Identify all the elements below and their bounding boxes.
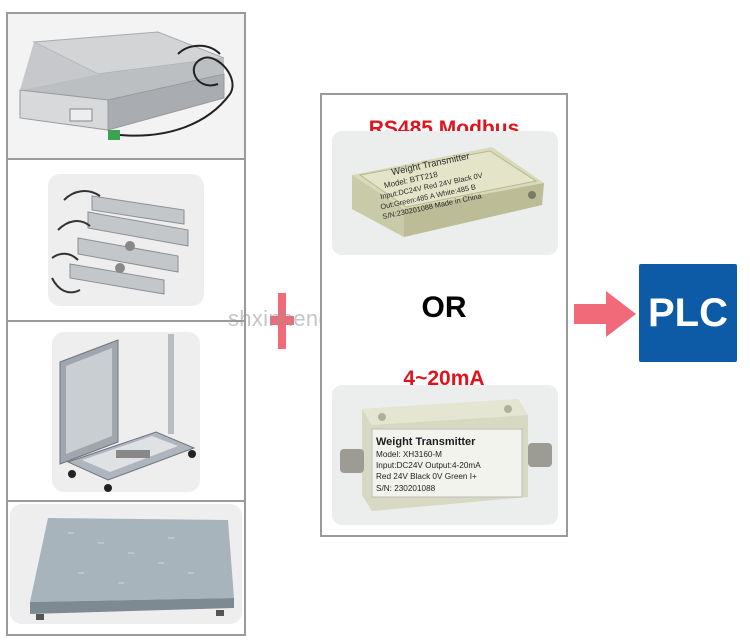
plus-icon (270, 293, 294, 349)
floor-scale-photo (8, 502, 244, 634)
transmitter-options-panel: RS485 Modbus Weight Transmitter Model: B… (320, 93, 568, 537)
or-label: OR (421, 291, 467, 324)
rs485-transmitter-photo: Weight Transmitter Model: BTT218 Input:D… (332, 131, 558, 255)
plc-label: PLC (648, 290, 728, 335)
current-output-title: 4~20mA (403, 367, 485, 390)
arrow-right-icon (574, 291, 636, 337)
analog-transmitter-photo: Weight Transmitter Model: XH3160-M Input… (332, 385, 558, 525)
scale-options-panel (6, 12, 246, 636)
analog-label-line: Input:DC24V Output:4-20mA (376, 461, 481, 470)
analog-label-line: S/N: 230201088 (376, 484, 436, 493)
analog-label-line: Model: XH3160-M (376, 450, 442, 459)
platform-frame-photo (8, 322, 244, 502)
load-cells-photo (8, 160, 244, 322)
plc-box: PLC (639, 264, 737, 362)
bench-scale-photo (8, 14, 244, 160)
analog-label-line: Weight Transmitter (376, 436, 476, 448)
analog-label-line: Red 24V Black 0V Green I+ (376, 472, 477, 481)
